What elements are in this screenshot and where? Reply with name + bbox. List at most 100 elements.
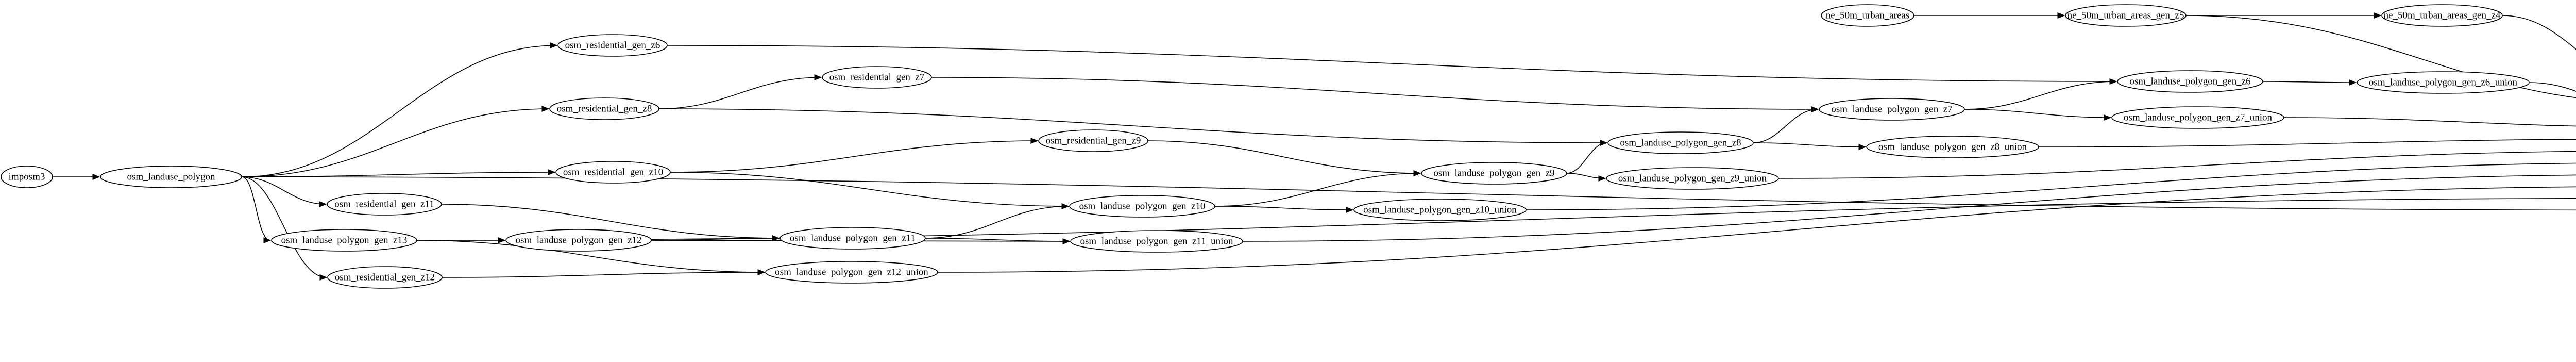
- edge-osm_residential_gen_z7--to--osm_landuse_polygon_gen_z7: [931, 77, 1819, 110]
- node-osm_landuse_polygon_gen_z10[interactable]: osm_landuse_polygon_gen_z10: [1069, 195, 1215, 218]
- edge-arrowhead: [1858, 144, 1867, 150]
- edge-arrowhead: [2057, 12, 2065, 19]
- node-osm_landuse_polygon_gen_z6_union[interactable]: osm_landuse_polygon_gen_z6_union: [2357, 71, 2530, 94]
- node-shape-ne_50m_urban_areas_gen_z4[interactable]: [2381, 4, 2503, 27]
- edge-arrowhead: [1598, 175, 1606, 182]
- node-imposm3[interactable]: imposm3: [1, 166, 53, 188]
- node-label-osm_landuse_polygon_gen_z12: osm_landuse_polygon_gen_z12: [516, 235, 642, 245]
- node-shape-osm_landuse_polygon_gen_z12[interactable]: [505, 229, 652, 252]
- node-shape-osm_residential_gen_z8[interactable]: [549, 97, 659, 120]
- node-label-osm_landuse_polygon_gen_z6_union: osm_landuse_polygon_gen_z6_union: [2369, 77, 2518, 88]
- node-label-osm_residential_gen_z6: osm_residential_gen_z6: [565, 40, 660, 51]
- node-osm_landuse_polygon_gen_z11[interactable]: osm_landuse_polygon_gen_z11: [779, 227, 926, 250]
- node-ne_50m_urban_areas_gen_z4[interactable]: ne_50m_urban_areas_gen_z4: [2381, 4, 2503, 27]
- node-osm_landuse_polygon_gen_z7[interactable]: osm_landuse_polygon_gen_z7: [1819, 98, 1965, 121]
- edge-osm_landuse_polygon--to--osm_landuse_polygon_gen_z13: [241, 176, 271, 241]
- node-osm_landuse_polygon_gen_z7_union[interactable]: osm_landuse_polygon_gen_z7_union: [2111, 106, 2284, 129]
- edge-osm_landuse_polygon_gen_z8_union--to--layer_landuse.z8: [2038, 139, 2576, 147]
- node-osm_landuse_polygon_gen_z12[interactable]: osm_landuse_polygon_gen_z12: [505, 229, 652, 252]
- node-label-imposm3: imposm3: [9, 171, 45, 182]
- node-label-ne_50m_urban_areas_gen_z4: ne_50m_urban_areas_gen_z4: [2384, 10, 2501, 21]
- edge-arrowhead: [1811, 106, 1819, 112]
- node-label-osm_residential_gen_z8: osm_residential_gen_z8: [557, 103, 652, 114]
- node-osm_landuse_polygon_gen_z10_union[interactable]: osm_landuse_polygon_gen_z10_union: [1353, 199, 1527, 221]
- node-label-osm_residential_gen_z7: osm_residential_gen_z7: [829, 72, 925, 83]
- node-shape-ne_50m_urban_areas[interactable]: [1821, 4, 1914, 27]
- node-label-osm_landuse_polygon_gen_z7_union: osm_landuse_polygon_gen_z7_union: [2124, 112, 2273, 123]
- node-shape-osm_residential_gen_z6[interactable]: [557, 34, 668, 57]
- edge-osm_landuse_polygon_gen_z7--to--osm_landuse_polygon_gen_z6: [1964, 81, 2117, 110]
- node-label-osm_landuse_polygon_gen_z10_union: osm_landuse_polygon_gen_z10_union: [1363, 204, 1517, 215]
- node-osm_residential_gen_z11[interactable]: osm_residential_gen_z11: [327, 193, 442, 216]
- edge-osm_landuse_polygon--to--osm_residential_gen_z11: [241, 176, 327, 205]
- node-label-osm_landuse_polygon_gen_z8: osm_landuse_polygon_gen_z8: [1620, 137, 1741, 148]
- edge-osm_residential_gen_z9--to--osm_landuse_polygon_gen_z9: [1147, 140, 1421, 174]
- node-shape-imposm3[interactable]: [1, 166, 53, 188]
- node-shape-osm_landuse_polygon_gen_z13[interactable]: [271, 229, 417, 252]
- node-osm_residential_gen_z6[interactable]: osm_residential_gen_z6: [557, 34, 668, 57]
- node-shape-osm_residential_gen_z12[interactable]: [327, 266, 443, 289]
- edge-arrowhead: [550, 42, 558, 48]
- edge-osm_landuse_polygon_gen_z12_union--to--layer_landuse.z12: [937, 186, 2576, 273]
- node-shape-osm_landuse_polygon_gen_z7[interactable]: [1819, 98, 1965, 121]
- edge-osm_landuse_polygon--to--osm_residential_gen_z10: [241, 172, 555, 177]
- node-osm_landuse_polygon_gen_z12_union[interactable]: osm_landuse_polygon_gen_z12_union: [765, 261, 938, 284]
- node-shape-osm_landuse_polygon_gen_z6[interactable]: [2117, 70, 2263, 93]
- node-osm_residential_gen_z12[interactable]: osm_residential_gen_z12: [327, 266, 443, 289]
- node-label-osm_landuse_polygon_gen_z12_union: osm_landuse_polygon_gen_z12_union: [775, 267, 928, 277]
- edge-osm_landuse_polygon_gen_z11_union--to--layer_landuse.z11: [1242, 174, 2576, 242]
- node-osm_landuse_polygon_gen_z8_union[interactable]: osm_landuse_polygon_gen_z8_union: [1866, 136, 2039, 158]
- edge-osm_landuse_polygon_gen_z10--to--osm_landuse_polygon_gen_z9: [1214, 173, 1421, 207]
- node-osm_landuse_polygon_gen_z6[interactable]: osm_landuse_polygon_gen_z6: [2117, 70, 2263, 93]
- node-shape-osm_landuse_polygon_gen_z12_union[interactable]: [765, 261, 938, 284]
- edge-arrowhead: [1346, 207, 1354, 213]
- node-osm_landuse_polygon_gen_z8[interactable]: osm_landuse_polygon_gen_z8: [1607, 131, 1754, 154]
- node-shape-ne_50m_urban_areas_gen_z5[interactable]: [2065, 4, 2187, 27]
- node-osm_residential_gen_z10[interactable]: osm_residential_gen_z10: [555, 161, 671, 184]
- node-osm_landuse_polygon_gen_z9[interactable]: osm_landuse_polygon_gen_z9: [1421, 162, 1567, 185]
- edge-osm_landuse_polygon_gen_z11--to--osm_landuse_polygon_gen_z10: [925, 206, 1069, 239]
- node-shape-osm_residential_gen_z11[interactable]: [327, 193, 442, 216]
- node-osm_residential_gen_z7[interactable]: osm_residential_gen_z7: [822, 66, 932, 89]
- edge-arrowhead: [1413, 170, 1421, 176]
- node-label-osm_residential_gen_z9: osm_residential_gen_z9: [1046, 135, 1141, 146]
- node-shape-osm_landuse_polygon_gen_z8_union[interactable]: [1866, 136, 2039, 158]
- node-label-osm_landuse_polygon: osm_landuse_polygon: [127, 171, 215, 182]
- node-shape-osm_landuse_polygon_gen_z11_union[interactable]: [1070, 230, 1243, 253]
- node-label-osm_residential_gen_z10: osm_residential_gen_z10: [563, 167, 663, 177]
- edge-osm_landuse_polygon_gen_z10--to--osm_landuse_polygon_gen_z10_union: [1214, 206, 1353, 210]
- node-shape-osm_landuse_polygon_gen_z9_union[interactable]: [1606, 167, 1779, 190]
- node-osm_residential_gen_z9[interactable]: osm_residential_gen_z9: [1038, 129, 1148, 152]
- node-shape-osm_residential_gen_z9[interactable]: [1038, 129, 1148, 152]
- edge-arrowhead: [1600, 140, 1608, 146]
- edge-arrowhead: [2104, 114, 2112, 121]
- node-osm_landuse_polygon_gen_z9_union[interactable]: osm_landuse_polygon_gen_z9_union: [1606, 167, 1779, 190]
- node-shape-osm_landuse_polygon_gen_z8[interactable]: [1607, 131, 1754, 154]
- node-osm_residential_gen_z8[interactable]: osm_residential_gen_z8: [549, 97, 659, 120]
- node-shape-osm_residential_gen_z10[interactable]: [555, 161, 671, 184]
- edge-osm_landuse_polygon_gen_z13--to--osm_landuse_polygon_gen_z12_union: [416, 240, 765, 273]
- node-ne_50m_urban_areas[interactable]: ne_50m_urban_areas: [1821, 4, 1914, 27]
- node-label-osm_landuse_polygon_gen_z9: osm_landuse_polygon_gen_z9: [1433, 168, 1554, 178]
- node-shape-osm_landuse_polygon_gen_z10_union[interactable]: [1353, 199, 1527, 221]
- edge-arrowhead: [92, 174, 100, 180]
- edge-arrowhead: [319, 201, 327, 207]
- node-ne_50m_urban_areas_gen_z5[interactable]: ne_50m_urban_areas_gen_z5: [2065, 4, 2187, 27]
- node-shape-osm_landuse_polygon_gen_z7_union[interactable]: [2111, 106, 2284, 129]
- node-shape-osm_landuse_polygon_gen_z6_union[interactable]: [2357, 71, 2530, 94]
- node-label-osm_landuse_polygon_gen_z11_union: osm_landuse_polygon_gen_z11_union: [1080, 236, 1233, 246]
- edge-osm_residential_gen_z8--to--osm_landuse_polygon_gen_z8: [658, 108, 1607, 143]
- node-osm_landuse_polygon[interactable]: osm_landuse_polygon: [100, 166, 242, 188]
- node-label-ne_50m_urban_areas: ne_50m_urban_areas: [1826, 10, 1910, 21]
- edge-arrowhead: [263, 237, 272, 243]
- node-shape-osm_residential_gen_z7[interactable]: [822, 66, 932, 89]
- node-shape-osm_landuse_polygon_gen_z11[interactable]: [779, 227, 926, 250]
- node-shape-osm_landuse_polygon[interactable]: [100, 166, 242, 188]
- node-osm_landuse_polygon_gen_z11_union[interactable]: osm_landuse_polygon_gen_z11_union: [1070, 230, 1243, 253]
- node-shape-osm_landuse_polygon_gen_z9[interactable]: [1421, 162, 1567, 185]
- node-shape-osm_landuse_polygon_gen_z10[interactable]: [1069, 195, 1215, 218]
- edge-osm_landuse_polygon_gen_z7--to--osm_landuse_polygon_gen_z7_union: [1964, 109, 2111, 118]
- node-osm_landuse_polygon_gen_z13[interactable]: osm_landuse_polygon_gen_z13: [271, 229, 417, 252]
- edge-osm_residential_gen_z11--to--osm_landuse_polygon_gen_z11: [441, 204, 779, 239]
